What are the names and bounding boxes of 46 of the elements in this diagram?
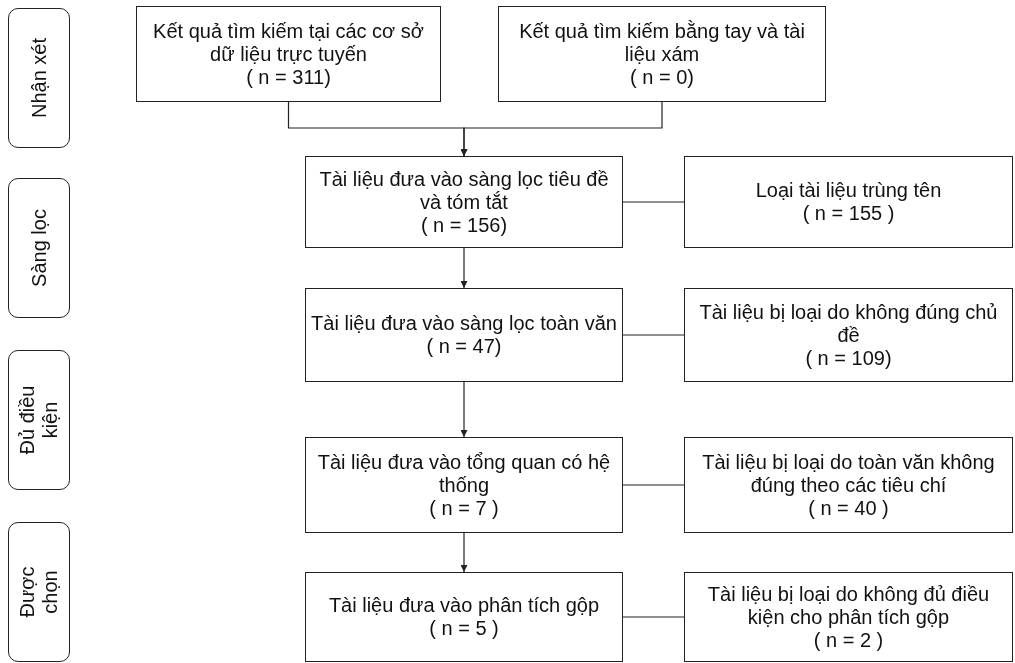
count-text: ( n = 156) bbox=[420, 213, 508, 237]
process-box bbox=[136, 6, 441, 102]
stage-label: Đủ điều kiện bbox=[16, 384, 62, 457]
process-box bbox=[305, 437, 623, 533]
process-box bbox=[684, 156, 1013, 248]
count-text: ( n = 47) bbox=[426, 335, 502, 358]
stage-label-box bbox=[8, 522, 70, 662]
box-text: Tài liệu bị loại do không đủ điều kiện cho phân tích gộp bbox=[706, 582, 991, 629]
stage-label: Sàng lọc bbox=[27, 208, 51, 289]
count-text: ( n = 155 ) bbox=[802, 202, 895, 225]
box-text: Kết quả tìm kiếm bằng tay và tài liệu xám bbox=[518, 19, 806, 66]
connector-line bbox=[622, 484, 685, 486]
stage-label: Nhận xét bbox=[27, 36, 51, 121]
process-box bbox=[305, 156, 623, 248]
stage-label-box bbox=[8, 350, 70, 490]
count-text: ( n = 40 ) bbox=[808, 496, 889, 520]
box-text: Kết quả tìm kiếm tại các cơ sở dữ liệu trực tuyến bbox=[152, 19, 425, 66]
box-text: Tài liệu đưa vào tổng quan có hệ thống bbox=[316, 450, 612, 497]
count-text: ( n = 109) bbox=[805, 346, 892, 370]
box-text: Tài liệu đưa vào sàng lọc tiêu đề và tóm tắt bbox=[318, 167, 610, 214]
box-text: Loại tài liệu trùng tên bbox=[755, 179, 942, 202]
arrow bbox=[460, 381, 468, 438]
count-text: ( n = 0) bbox=[630, 65, 694, 89]
connector-line bbox=[622, 334, 685, 336]
process-box bbox=[684, 437, 1013, 533]
count-text: ( n = 2 ) bbox=[813, 628, 884, 652]
process-box bbox=[684, 572, 1013, 662]
stage-label-box bbox=[8, 8, 70, 148]
count-text: ( n = 7 ) bbox=[429, 496, 499, 520]
box-text: Tài liệu đưa vào phân tích gộp bbox=[328, 594, 600, 617]
connector-line bbox=[622, 616, 685, 618]
count-text: ( n = 311) bbox=[246, 65, 331, 89]
count-text: ( n = 5 ) bbox=[429, 617, 499, 640]
arrow bbox=[460, 101, 663, 157]
process-box bbox=[305, 288, 623, 382]
process-box bbox=[684, 288, 1013, 382]
process-box bbox=[498, 6, 826, 102]
box-text: Tài liệu bị loại do toàn văn không đúng theo các tiêu chí bbox=[701, 450, 996, 497]
arrow bbox=[460, 532, 468, 573]
arrow bbox=[460, 247, 468, 289]
stage-label-box bbox=[8, 178, 70, 318]
connector-line bbox=[622, 201, 685, 203]
stage-label: Được chọn bbox=[16, 565, 62, 620]
box-text: Tài liệu đưa vào sàng lọc toàn văn bbox=[311, 312, 617, 335]
box-text: Tài liệu bị loại do không đúng chủ đề bbox=[698, 300, 999, 347]
process-box bbox=[305, 572, 623, 662]
